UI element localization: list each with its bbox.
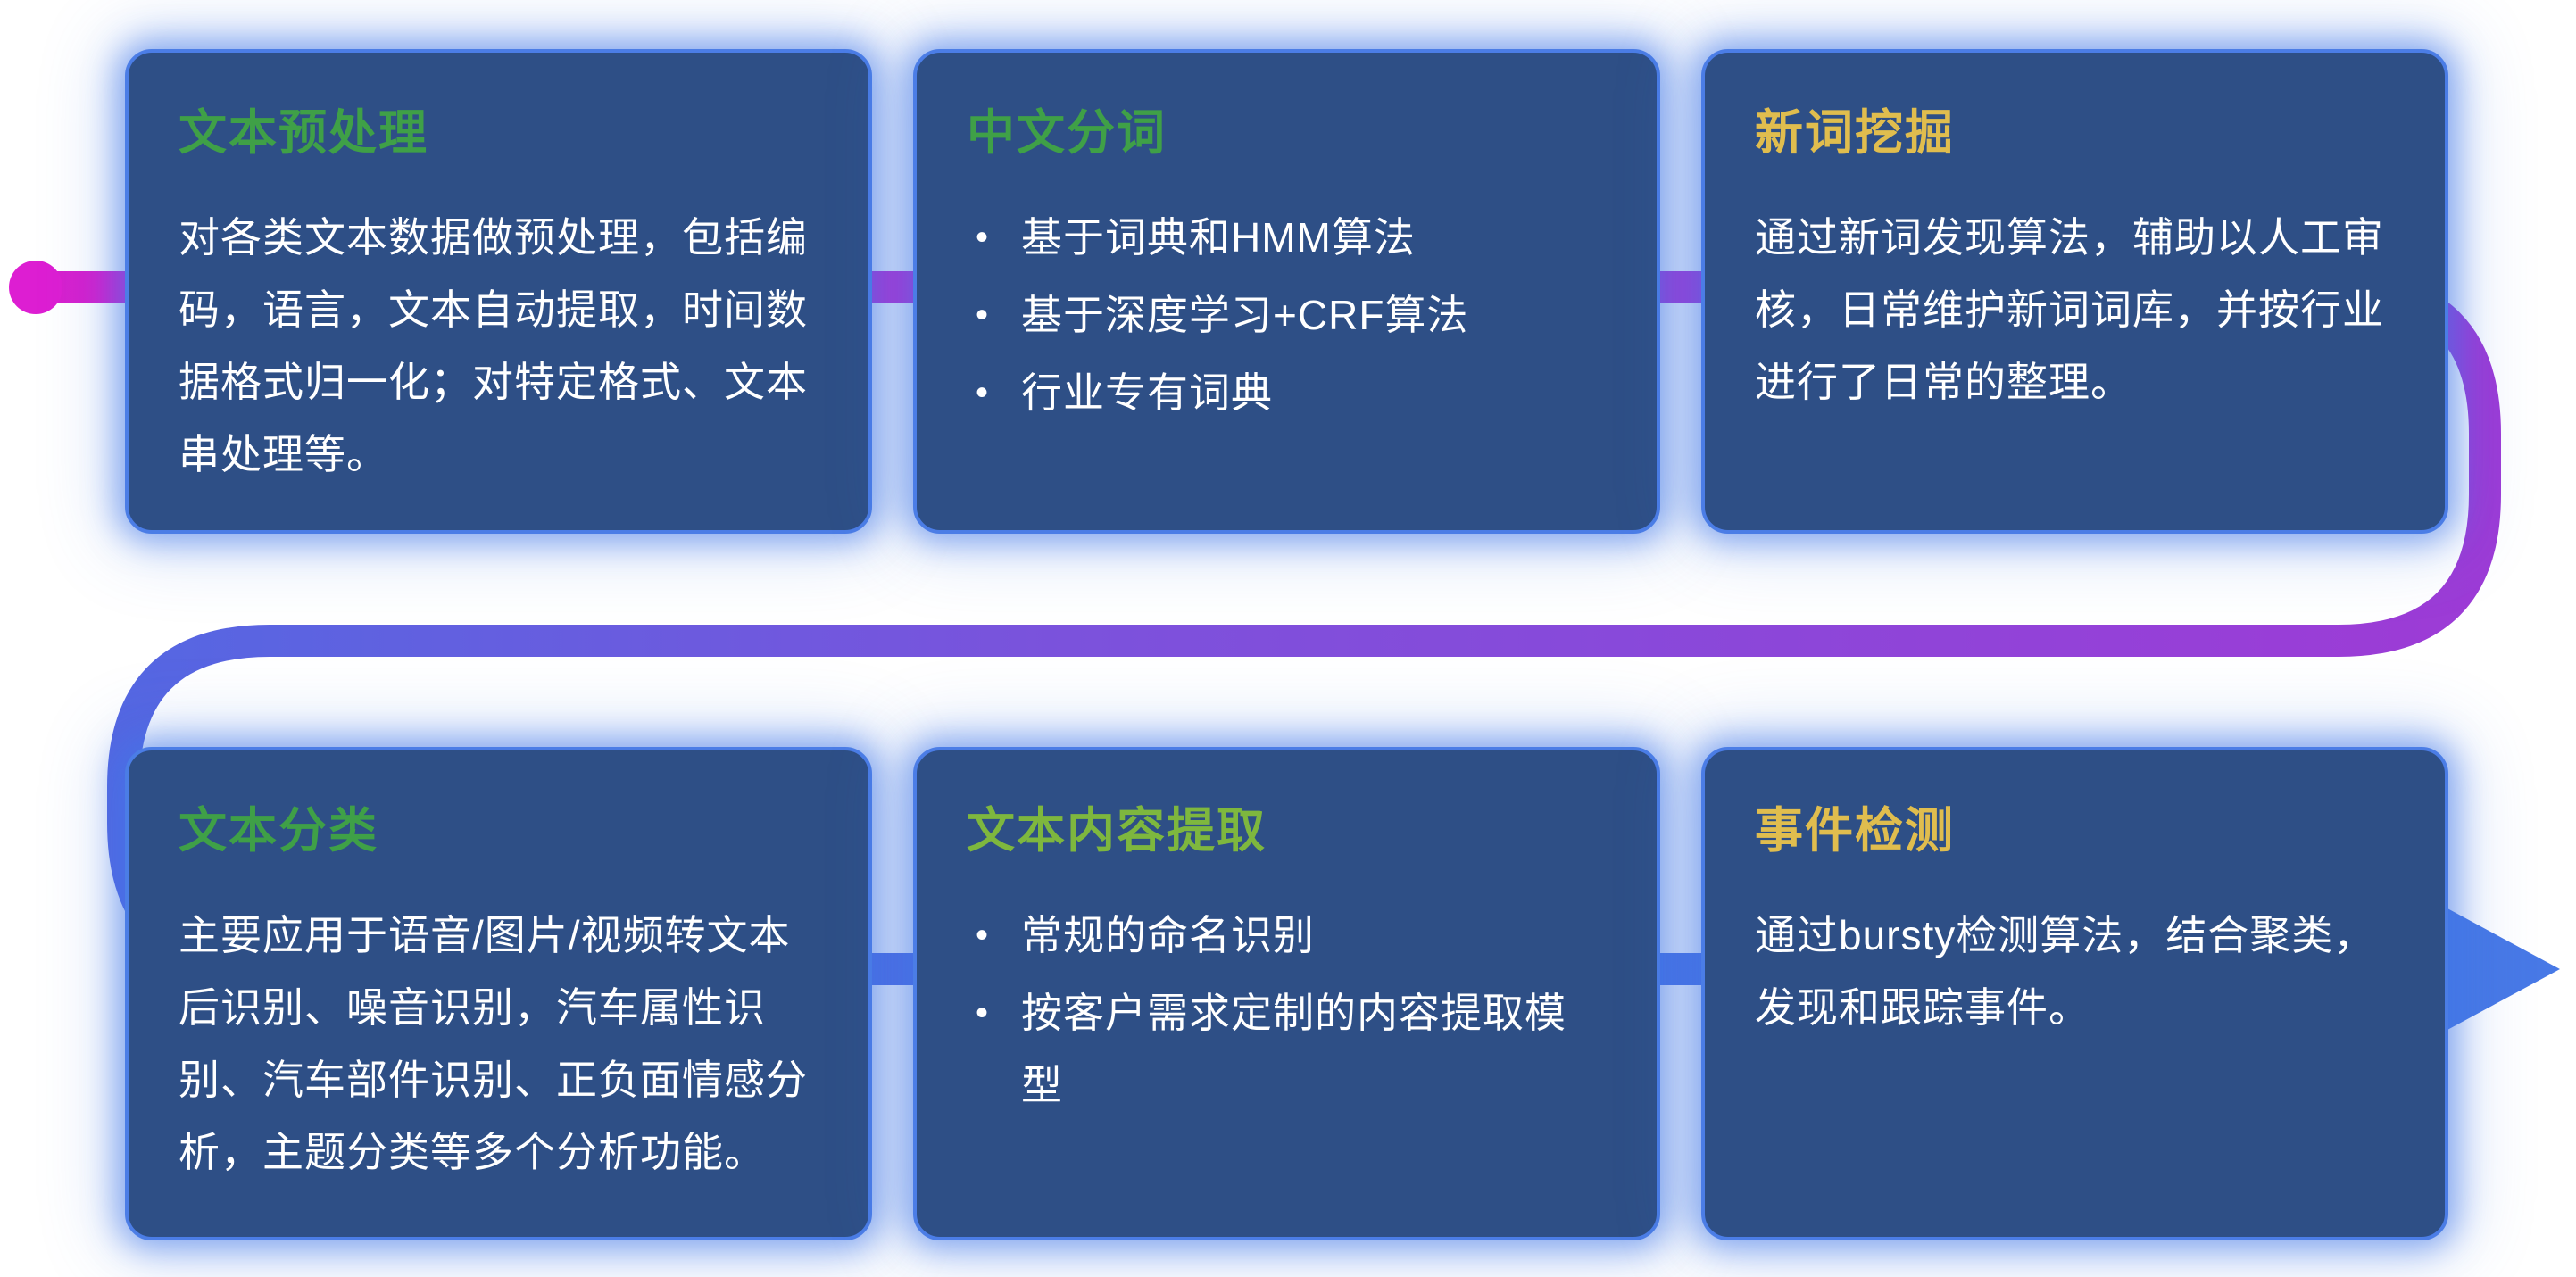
card-title: 新词挖掘	[1755, 106, 1955, 160]
card-text-preprocessing: 文本预处理 对各类文本数据做预处理，包括编码，语言，文本自动提取，时间数据格式归…	[125, 49, 872, 534]
bullet-text: 基于词典和HMM算法	[1021, 213, 1416, 261]
card-text-content-extraction: 文本内容提取 常规的命名识别 按客户需求定制的内容提取模型	[913, 747, 1660, 1240]
bullet-text: 按客户需求定制的内容提取模型	[1021, 989, 1567, 1108]
bullet-item: 常规的命名识别	[967, 900, 1607, 972]
card-body: 通过bursty检测算法，结合聚类，发现和跟踪事件。	[1755, 911, 2376, 1031]
card-title: 文本预处理	[179, 106, 428, 160]
card-new-word-mining: 新词挖掘 通过新词发现算法，辅助以人工审核，日常维护新词词库，并按行业进行了日常…	[1701, 49, 2448, 534]
card-chinese-word-segmentation: 中文分词 基于词典和HMM算法 基于深度学习+CRF算法 行业专有词典	[913, 49, 1660, 534]
card-bullet-list: 常规的命名识别 按客户需求定制的内容提取模型	[967, 900, 1607, 1122]
card-title: 中文分词	[967, 106, 1167, 160]
bullet-item: 基于词典和HMM算法	[967, 202, 1607, 274]
card-title: 事件检测	[1755, 804, 1955, 858]
card-body: 对各类文本数据做预处理，包括编码，语言，文本自动提取，时间数据格式归一化；对特定…	[179, 213, 808, 477]
flow-segment-middle	[107, 464, 2501, 821]
card-title: 文本内容提取	[967, 804, 1267, 858]
bullet-text: 基于深度学习+CRF算法	[1021, 291, 1469, 338]
bullet-text: 常规的命名识别	[1021, 911, 1316, 958]
bullet-text: 行业专有词典	[1021, 369, 1274, 416]
card-text-classification: 文本分类 主要应用于语音/图片/视频转文本后识别、噪音识别，汽车属性识别、汽车部…	[125, 747, 872, 1240]
bullet-item: 行业专有词典	[967, 357, 1607, 429]
card-event-detection: 事件检测 通过bursty检测算法，结合聚类，发现和跟踪事件。	[1701, 747, 2448, 1240]
card-body: 主要应用于语音/图片/视频转文本后识别、噪音识别，汽车属性识别、汽车部件识别、正…	[179, 911, 808, 1175]
bullet-item: 按客户需求定制的内容提取模型	[967, 977, 1607, 1122]
flow-arrow-icon	[2447, 908, 2560, 1030]
card-bullet-list: 基于词典和HMM算法 基于深度学习+CRF算法 行业专有词典	[967, 202, 1607, 429]
flow-start-dot	[9, 261, 62, 314]
bullet-item: 基于深度学习+CRF算法	[967, 279, 1607, 352]
card-title: 文本分类	[179, 804, 378, 858]
card-body: 通过新词发现算法，辅助以人工审核，日常维护新词词库，并按行业进行了日常的整理。	[1755, 213, 2384, 405]
